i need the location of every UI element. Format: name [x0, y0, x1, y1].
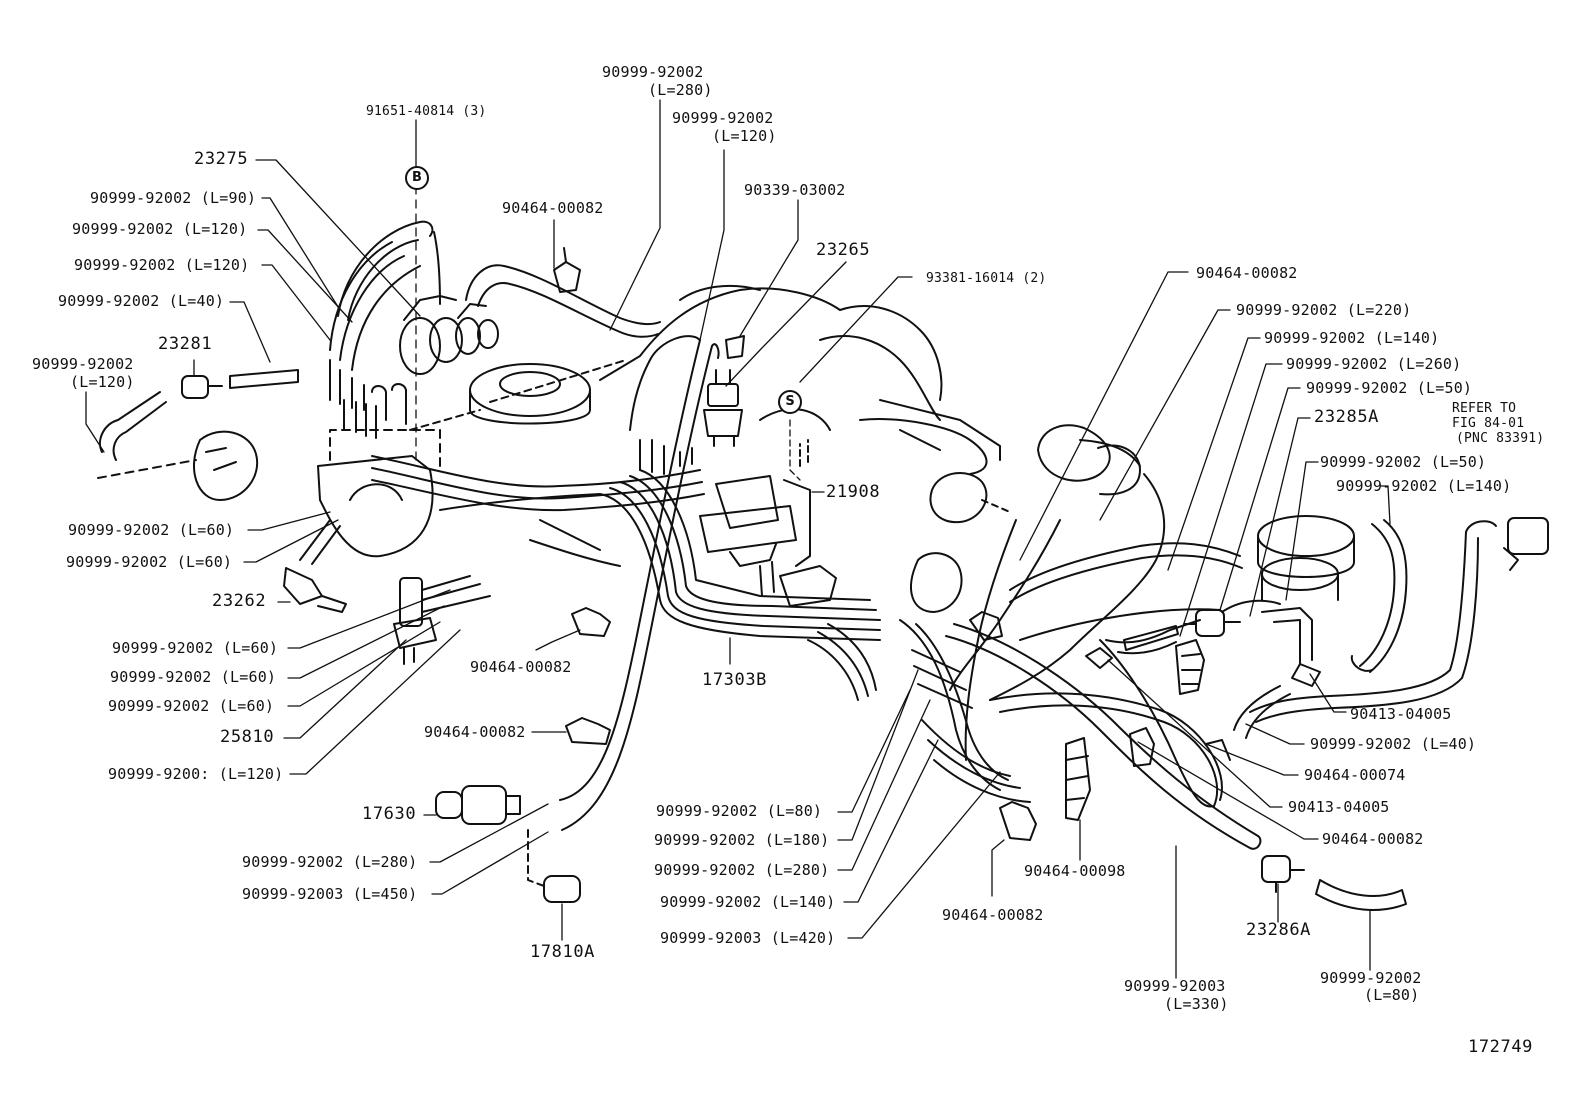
label-90464-mid: 90464-00082 — [470, 658, 572, 676]
label-23262: 23262 — [212, 591, 267, 611]
label-refer-line3: (PNC 83391) — [1456, 431, 1545, 446]
label-90999-l330: 90999-92003 — [1124, 977, 1226, 995]
label-90999-l120-left: 90999-92002 — [32, 355, 134, 373]
label-90464-right-top: 90464-00082 — [1196, 264, 1298, 282]
label-90464-00074: 90464-00074 — [1304, 766, 1406, 784]
label-90999-l450: 90999-92003 (L=450) — [242, 885, 418, 903]
main-harness — [371, 439, 881, 701]
label-91651-40814: 91651-40814 (3) — [366, 104, 487, 119]
label-21908: 21908 — [826, 482, 881, 502]
label-90999-l60-d: 90999-92002 (L=60) — [110, 668, 277, 686]
label-ref-number: 172749 — [1468, 1037, 1534, 1057]
label-23281: 23281 — [158, 334, 213, 354]
label-23286a: 23286A — [1246, 920, 1312, 940]
label-90999-l280-bottom: 90999-92002 (L=280) — [242, 853, 418, 871]
label-23265: 23265 — [816, 240, 871, 260]
label-90999-l40-right: 90999-92002 (L=40) — [1310, 735, 1477, 753]
label-17303b: 17303B — [702, 670, 768, 690]
label-25810: 25810 — [220, 727, 275, 747]
label-refer-line2: FIG 84-01 — [1452, 416, 1525, 431]
label-90464-left-low: 90464-00082 — [424, 723, 526, 741]
label-90999-l80-b: 90999-92002 — [1320, 969, 1422, 987]
label-90999-l120-left-len: (L=120) — [70, 373, 135, 391]
vsv-cluster — [399, 231, 499, 375]
label-90464-right-low: 90464-00082 — [1322, 830, 1424, 848]
label-90999-l60-c: 90999-92002 (L=60) — [112, 639, 279, 657]
label-90999-l280-c: 90999-92002 (L=280) — [654, 861, 830, 879]
vacuum-parts-right — [1085, 517, 1549, 911]
clips-right — [969, 611, 1231, 841]
label-90999-l180: 90999-92002 (L=180) — [654, 831, 830, 849]
label-17630: 17630 — [362, 804, 417, 824]
label-90999-l120-top: 90999-92002 — [672, 109, 774, 127]
clip-90464-low — [565, 717, 611, 745]
sensor-17630 — [435, 785, 521, 825]
intake-plenum — [599, 284, 1001, 475]
label-90999-l80-b-len: (L=80) — [1364, 986, 1420, 1004]
label-90999-l280-top-len: (L=280) — [648, 81, 713, 99]
label-90464-bottom: 90464-00082 — [942, 906, 1044, 924]
label-90999-l50-b: 90999-92002 (L=50) — [1320, 453, 1487, 471]
label-90999-l140-a: 90999-92002 (L=140) — [1264, 329, 1440, 347]
sensor-23262 — [283, 519, 347, 613]
label-90999-l280-top: 90999-92002 — [602, 63, 704, 81]
label-93381: 93381-16014 (2) — [926, 271, 1047, 286]
label-90999-l220: 90999-92002 (L=220) — [1236, 301, 1412, 319]
label-90999-l120-top-len: (L=120) — [712, 127, 777, 145]
label-90999-l60-b: 90999-92002 (L=60) — [66, 553, 233, 571]
label-90999-l60-e: 90999-92002 (L=60) — [108, 697, 275, 715]
hoses-right — [949, 473, 1497, 761]
cap-17810a — [527, 829, 581, 903]
clip-90464-mid — [571, 607, 611, 637]
label-90999-l40-left: 90999-92002 (L=40) — [58, 292, 225, 310]
sensor-23265 — [703, 369, 743, 447]
label-17810a: 17810A — [530, 942, 596, 962]
leader-lines — [85, 99, 1391, 979]
label-90999-l80: 90999-92002 (L=80) — [656, 802, 823, 820]
cross-hose — [989, 639, 1223, 808]
vsv-25810 — [393, 575, 491, 665]
label-90999-l140-c: 90999-92002 (L=140) — [660, 893, 836, 911]
long-hose-center — [559, 335, 720, 831]
vsv-21908 — [699, 439, 837, 607]
big-long-hose — [899, 619, 1262, 850]
label-90999-l140-b: 90999-92002 (L=140) — [1336, 477, 1512, 495]
label-90999-l50-a: 90999-92002 (L=50) — [1306, 379, 1473, 397]
label-90999-l330-len: (L=330) — [1164, 995, 1229, 1013]
marker-b: B — [405, 166, 429, 190]
label-90339: 90339-03002 — [744, 181, 846, 199]
label-90999-l120-bottom: 90999-9200: (L=120) — [108, 765, 284, 783]
label-90464-top: 90464-00082 — [502, 199, 604, 217]
part-90339 — [725, 335, 745, 359]
label-23275: 23275 — [194, 149, 249, 169]
label-90464-00098: 90464-00098 — [1024, 862, 1126, 880]
label-refer-line1: REFER TO — [1452, 401, 1517, 416]
hose-23281 — [99, 369, 299, 461]
label-90999-l260: 90999-92002 (L=260) — [1286, 355, 1462, 373]
label-90999-l120-b: 90999-92002 (L=120) — [74, 256, 250, 274]
label-90413-a: 90413-04005 — [1350, 705, 1452, 723]
label-90999-l60-a: 90999-92002 (L=60) — [68, 521, 235, 539]
label-90999-l120-a: 90999-92002 (L=120) — [72, 220, 248, 238]
hose-bundle-left — [329, 220, 434, 439]
right-valves — [910, 424, 1141, 613]
label-90413-b: 90413-04005 — [1288, 798, 1390, 816]
label-90999-l420: 90999-92003 (L=420) — [660, 929, 836, 947]
hose-top-l280 — [465, 264, 661, 338]
marker-s: S — [778, 390, 802, 414]
egr-valve — [1257, 515, 1355, 601]
label-23285a: 23285A — [1314, 407, 1380, 427]
clip-90464-top — [553, 247, 581, 293]
label-90999-l90: 90999-92002 (L=90) — [90, 189, 257, 207]
cap-center — [409, 359, 627, 431]
